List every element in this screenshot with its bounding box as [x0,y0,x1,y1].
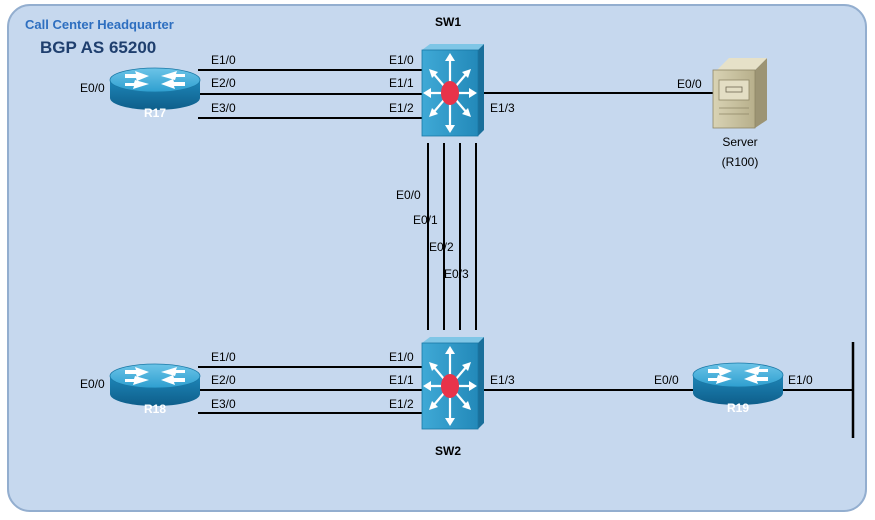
r18-e30-label: E3/0 [211,397,236,411]
r17-label: R17 [144,106,166,120]
server-label: Server [722,135,757,149]
r19-e00-label: E0/0 [654,373,679,387]
hq-area [7,4,867,512]
server-sublabel: (R100) [722,155,759,169]
sw1-label: SW1 [435,15,461,29]
sw1-e11-label: E1/1 [389,76,414,90]
sw2-e11-label: E1/1 [389,373,414,387]
r17-e10-label: E1/0 [211,53,236,67]
site-title: Call Center Headquarter [25,17,174,32]
r18-e00-label: E0/0 [80,377,105,391]
server-icon[interactable] [712,58,767,129]
sw2-e12-label: E1/2 [389,397,414,411]
r18-e10-label: E1/0 [211,350,236,364]
sw1-e13-label: E1/3 [490,101,515,115]
switch-sw2[interactable] [420,335,486,431]
server-e00-label: E0/0 [677,77,702,91]
trunk-e00-label: E0/0 [396,188,421,202]
r19-e10-label: E1/0 [788,373,813,387]
sw1-e12-label: E1/2 [389,101,414,115]
sw2-e13-label: E1/3 [490,373,515,387]
as-number: BGP AS 65200 [40,38,156,57]
trunk-e02-label: E0/2 [429,240,454,254]
router-r17[interactable]: R17 [109,67,201,120]
trunk-e01-label: E0/1 [413,213,438,227]
r19-label: R19 [727,401,749,415]
r18-label: R18 [144,402,166,416]
r17-e00-label: E0/0 [80,81,105,95]
trunk-e03-label: E0/3 [444,267,469,281]
links [198,69,855,438]
r17-e30-label: E3/0 [211,101,236,115]
router-r18[interactable]: R18 [109,363,201,416]
r18-e20-label: E2/0 [211,373,236,387]
sw2-label: SW2 [435,444,461,458]
interface-labels: E0/0 E1/0 E2/0 E3/0 E1/0 E1/1 E1/2 E1/3 … [80,53,813,411]
router-r19[interactable]: R19 [692,362,784,415]
r17-e20-label: E2/0 [211,76,236,90]
switch-sw1[interactable] [420,42,486,138]
sw2-e10-label: E1/0 [389,350,414,364]
sw1-e10-label: E1/0 [389,53,414,67]
